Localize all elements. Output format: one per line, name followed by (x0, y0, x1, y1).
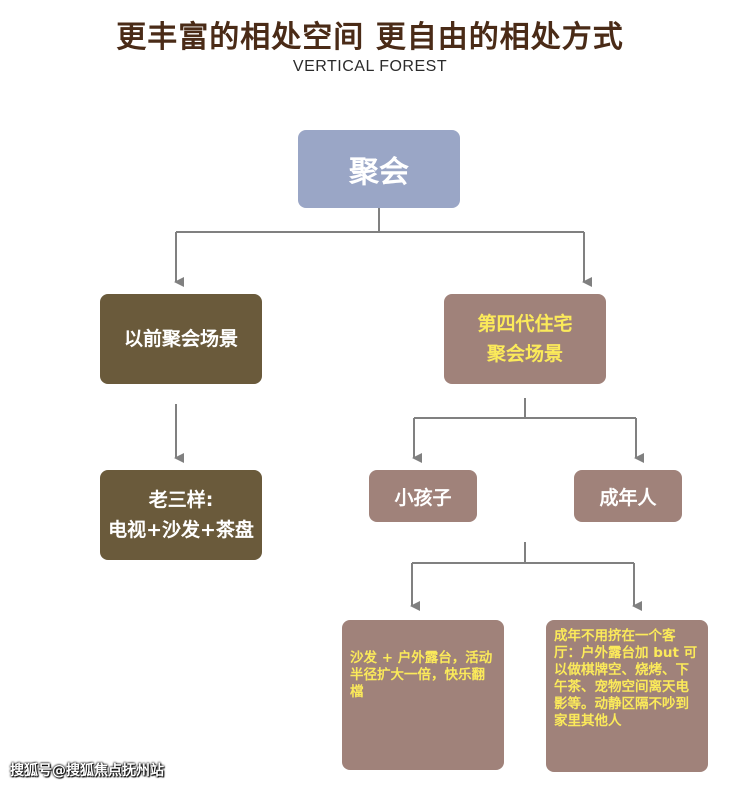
node-adults: 成年人 (574, 470, 682, 522)
node-previous-scene-label: 以前聚会场景 (123, 328, 238, 350)
node-gathering: 聚会 (298, 130, 460, 208)
node-fourth-gen-line2: 聚会场景 (486, 343, 563, 365)
node-kids: 小孩子 (369, 470, 477, 522)
node-fourth-gen-line1: 第四代住宅 (477, 313, 573, 335)
adults-description: 成年不用挤在一个客厅：户外露台加 but 可以做棋牌空、烧烤、下午茶、宠物空间离… (546, 620, 708, 772)
node-old-three-line2: 电视+沙发+茶盘 (108, 519, 254, 541)
node-fourth-gen-scene: 第四代住宅 聚会场景 (444, 294, 606, 384)
diagram-subtitle: VERTICAL FOREST (292, 58, 448, 75)
node-previous-scene: 以前聚会场景 (100, 294, 262, 384)
kids-description: 沙发 + 户外露台，活动半径扩大一倍，快乐翻檔 (342, 620, 504, 770)
node-old-three: 老三样: 电视+沙发+茶盘 (100, 470, 262, 560)
watermark: 搜狐号@搜狐焦点抚州站 (10, 763, 164, 779)
node-old-three-line1: 老三样: (148, 489, 214, 511)
node-gathering-label: 聚会 (349, 155, 409, 190)
node-kids-label: 小孩子 (394, 486, 452, 509)
node-adults-label: 成年人 (599, 486, 657, 509)
diagram-title: 更丰富的相处空间 更自由的相处方式 (116, 20, 624, 55)
